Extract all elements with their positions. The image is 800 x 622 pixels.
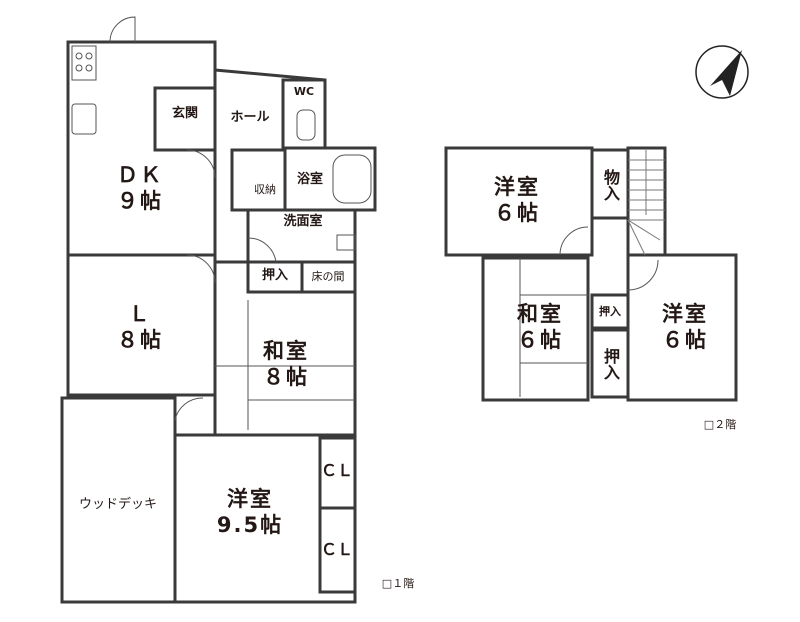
room-wc: WC xyxy=(293,85,315,99)
wall-cl2 xyxy=(318,506,357,594)
room-deck: ウッドデッキ xyxy=(78,496,158,512)
room-size: ６帖 xyxy=(517,328,563,352)
room-2f-storage: 物入 xyxy=(601,169,620,201)
room-size: ８帖 xyxy=(263,365,309,389)
room-name: 洋室 xyxy=(494,174,540,199)
room-hall: ホール xyxy=(230,109,270,125)
room-name: 洋室 xyxy=(662,301,708,326)
room-size: ６帖 xyxy=(494,201,540,225)
room-closet: 押入 xyxy=(261,267,289,283)
room-storage: 収納 xyxy=(254,183,276,197)
room-size: ６帖 xyxy=(662,328,708,352)
room-name: Ｌ xyxy=(128,301,152,326)
room-size: ９帖 xyxy=(117,189,163,213)
room-washroom: 洗面室 xyxy=(283,213,323,229)
wall-storage xyxy=(230,148,287,212)
wall-2f-youshitsu-b xyxy=(626,253,738,402)
floor2-caption: □２階 xyxy=(703,418,737,432)
floor1-caption: □１階 xyxy=(381,577,415,591)
wall-entrance xyxy=(153,86,217,152)
room-cl2: ＣＬ xyxy=(320,540,354,559)
room-tokonoma: 床の間 xyxy=(311,270,345,284)
room-name: 洋室 xyxy=(226,486,273,511)
room-entrance: 玄関 xyxy=(171,105,199,121)
wall-2f-washitsu xyxy=(481,256,590,402)
room-2f-closet-small: 押入 xyxy=(599,305,621,319)
room-bath: 浴室 xyxy=(296,171,324,187)
room-size: ８帖 xyxy=(117,328,163,352)
room-size: 9.5帖 xyxy=(216,513,284,537)
wall-living xyxy=(66,253,217,397)
room-name: ＤＫ xyxy=(117,162,163,187)
north-arrow-icon xyxy=(695,45,749,99)
room-name: 和室 xyxy=(517,301,563,326)
room-cl1: ＣＬ xyxy=(320,461,354,480)
room-name: 和室 xyxy=(263,338,309,363)
room-2f-closet: 押入 xyxy=(601,348,620,380)
